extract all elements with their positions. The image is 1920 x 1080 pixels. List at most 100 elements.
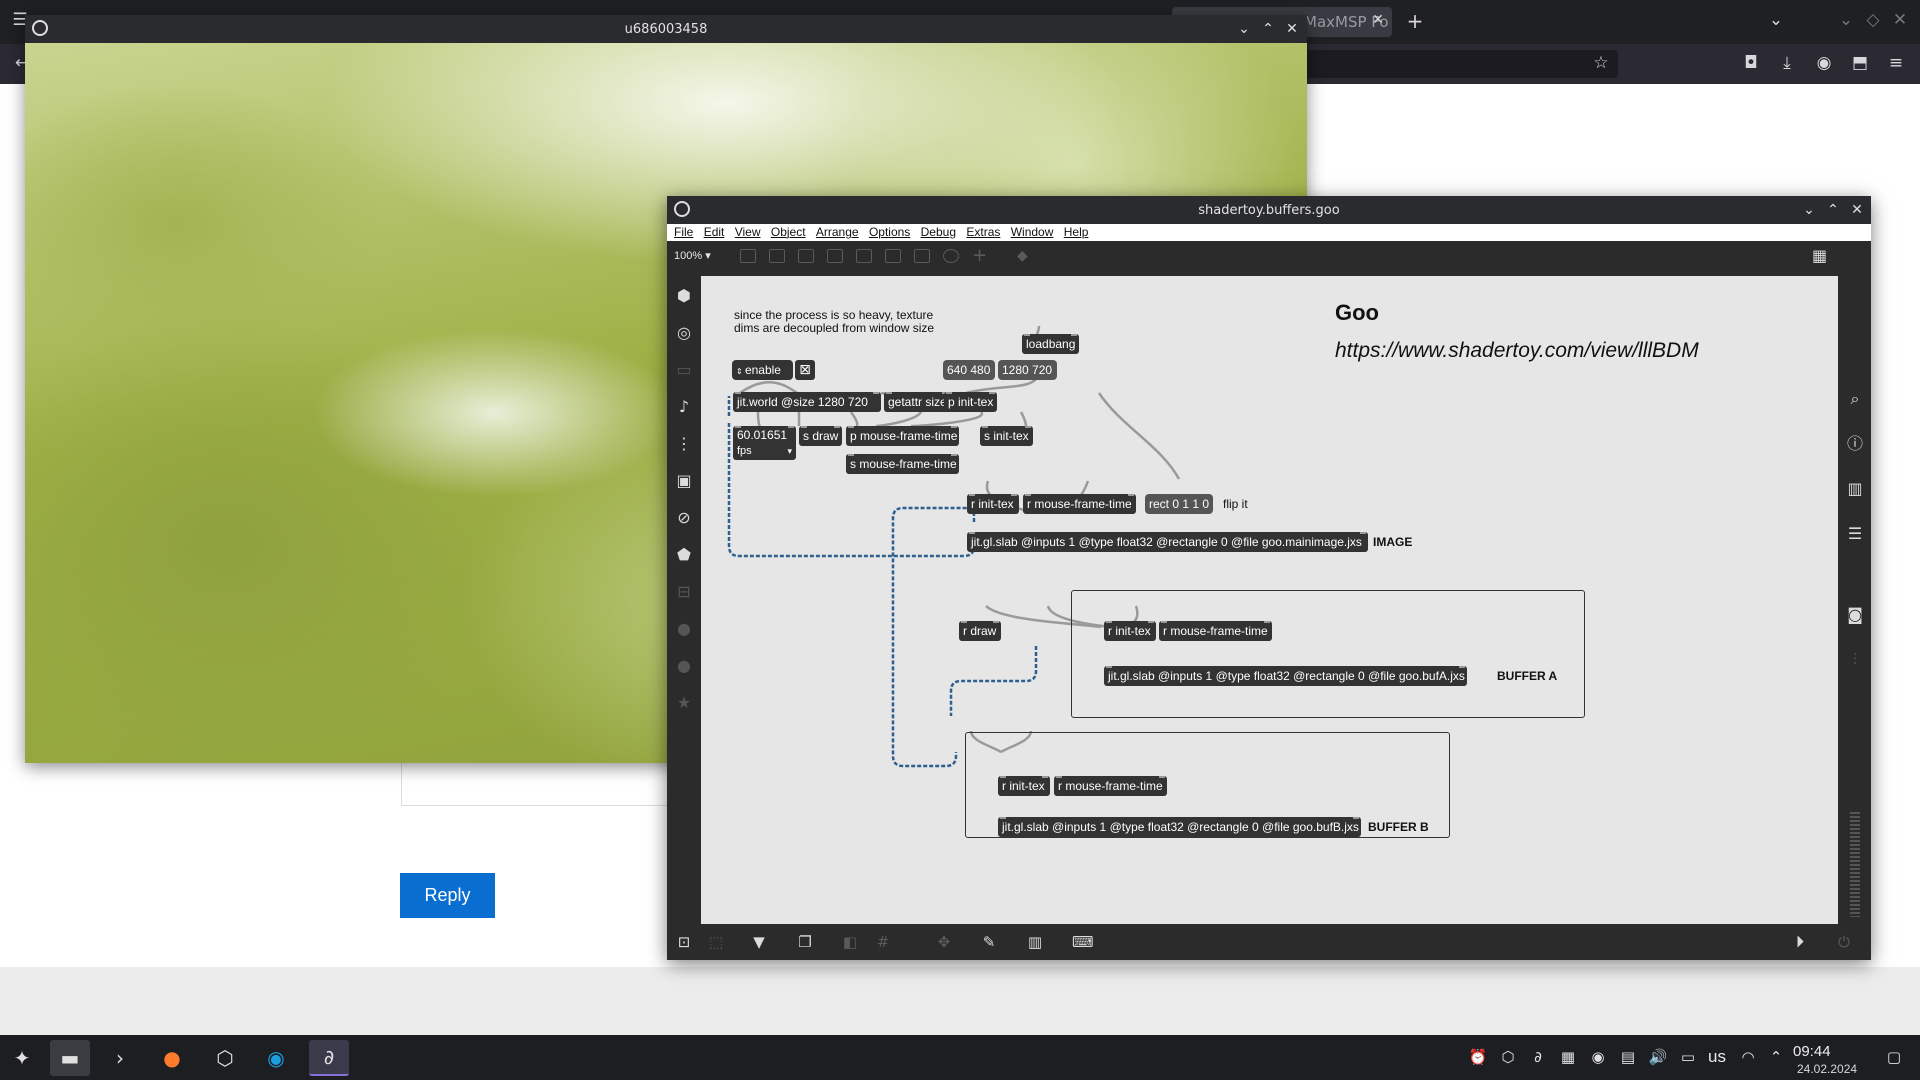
r-mouse-frame-time-b-object[interactable]: r mouse-frame-time <box>1054 776 1167 796</box>
piano-icon[interactable]: ▥ <box>1027 933 1043 951</box>
new-message-icon[interactable] <box>769 249 785 263</box>
link-icon[interactable]: ⊟ <box>677 582 691 601</box>
new-dial-icon[interactable] <box>943 249 959 263</box>
menu-object[interactable]: Object <box>770 225 806 239</box>
plus-icon[interactable]: + <box>1406 9 1424 33</box>
minimize-icon[interactable]: ⌄ <box>1803 202 1815 218</box>
jit-gl-slab-buffer-b[interactable]: jit.gl.slab @inputs 1 @type float32 @rec… <box>998 817 1361 837</box>
download-icon[interactable]: ⤓ <box>1783 53 1791 73</box>
enable-toggle[interactable]: ⊠ <box>795 360 815 380</box>
wrench-icon[interactable]: ✎ <box>982 933 996 951</box>
p-init-tex-object[interactable]: p init-tex <box>944 392 997 412</box>
menu-icon[interactable]: ≡ <box>1888 53 1904 73</box>
keyboard-layout[interactable]: us <box>1708 1047 1726 1066</box>
windows-icon[interactable]: ❐ <box>798 933 812 951</box>
menu-view[interactable]: View <box>734 225 761 239</box>
close-tab-icon[interactable]: ✕ <box>1372 12 1384 28</box>
menu-arrange[interactable]: Arrange <box>815 225 859 239</box>
keyboard-icon[interactable]: ⌨ <box>1072 933 1094 951</box>
close-icon[interactable]: ✕ <box>1286 21 1298 37</box>
image-icon[interactable]: ▣ <box>676 471 692 490</box>
close-icon[interactable]: ✕ <box>1892 10 1908 30</box>
s-draw-object[interactable]: s draw <box>799 426 842 446</box>
terminal-icon[interactable]: › <box>116 1046 124 1070</box>
volume-icon[interactable]: 🔊 <box>1648 1048 1668 1066</box>
star-icon[interactable]: ★ <box>676 693 692 712</box>
battery-icon[interactable]: ▭ <box>1680 1048 1696 1066</box>
compass-icon[interactable]: ● <box>677 656 691 675</box>
list-tabs-icon[interactable]: ☰ <box>12 10 28 30</box>
play-icon[interactable]: ⏵ <box>1795 932 1805 952</box>
msg-640-480[interactable]: 640 480 <box>943 360 995 380</box>
comment-bubble-icon[interactable]: ▼ <box>753 933 765 951</box>
mute-icon[interactable]: ◧ <box>842 933 858 951</box>
clock-date[interactable]: 24.02.2024 <box>1797 1062 1858 1076</box>
r-mouse-frame-time-object[interactable]: r mouse-frame-time <box>1023 494 1136 514</box>
new-slider-icon[interactable] <box>914 249 930 263</box>
fps-menu[interactable]: fps▾ <box>737 445 792 457</box>
mixer-icon[interactable]: ⫶ <box>1852 650 1857 669</box>
jit-gl-slab-buffer-a[interactable]: jit.gl.slab @inputs 1 @type float32 @rec… <box>1104 666 1467 686</box>
extensions-icon[interactable]: ⬒ <box>1851 53 1869 73</box>
cube-icon[interactable]: ⬢ <box>677 286 691 305</box>
grid-tray-icon[interactable]: ▦ <box>1560 1048 1576 1066</box>
maximize-icon[interactable]: ◇ <box>1866 10 1880 30</box>
lock-icon[interactable]: ⊡ <box>677 933 691 951</box>
menu-file[interactable]: File <box>674 225 694 239</box>
snap-icon[interactable]: ✥ <box>937 933 951 951</box>
jit-gl-slab-image[interactable]: jit.gl.slab @inputs 1 @type float32 @rec… <box>967 532 1368 552</box>
render-window-titlebar[interactable]: u686003458 ⌄ ⌃ ✕ <box>25 15 1307 43</box>
new-toggle-icon[interactable] <box>856 249 872 263</box>
pocket-icon[interactable]: ◘ <box>1744 53 1758 73</box>
wifi-icon[interactable]: ◠ <box>1741 1048 1755 1066</box>
reply-button[interactable]: Reply <box>400 873 495 918</box>
maximize-icon[interactable]: ⌃ <box>1827 202 1839 218</box>
paint-icon[interactable]: ◆ <box>1017 248 1028 264</box>
target-icon[interactable]: ◎ <box>677 323 691 342</box>
patch-canvas[interactable]: since the process is so heavy, texture d… <box>701 276 1838 924</box>
r-init-tex-object[interactable]: r init-tex <box>967 494 1019 514</box>
fps-display[interactable]: 60.01651 fps▾ <box>733 426 796 460</box>
add-icon[interactable]: + <box>972 245 988 266</box>
camera-icon[interactable]: ◙ <box>1847 605 1863 624</box>
patcher-titlebar[interactable]: shadertoy.buffers.goo ⌄ ⌃ ✕ <box>667 196 1871 224</box>
clock-time[interactable]: 09:44 <box>1793 1043 1831 1060</box>
account-icon[interactable]: ◉ <box>1816 53 1832 73</box>
menu-window[interactable]: Window <box>1010 225 1054 239</box>
patcher-window[interactable]: shadertoy.buffers.goo ⌄ ⌃ ✕ File Edit Vi… <box>667 196 1871 960</box>
maximize-icon[interactable]: ⌃ <box>1262 21 1274 37</box>
sequence-icon[interactable]: ⋮ <box>676 434 692 453</box>
r-mouse-frame-time-a-object[interactable]: r mouse-frame-time <box>1159 621 1272 641</box>
getattr-size-object[interactable]: getattr size <box>884 392 950 412</box>
menu-debug[interactable]: Debug <box>920 225 957 239</box>
max-tray-icon[interactable]: ∂ <box>1534 1048 1542 1066</box>
p-mouse-frame-time-object[interactable]: p mouse-frame-time <box>846 426 959 446</box>
menu-extras[interactable]: Extras <box>966 225 1001 239</box>
r-init-tex-b-object[interactable]: r init-tex <box>998 776 1050 796</box>
clipboard-icon[interactable]: ▤ <box>1620 1048 1636 1066</box>
chevron-up-icon[interactable]: ⌃ <box>1769 1048 1783 1066</box>
steam-icon[interactable]: ◉ <box>267 1046 285 1070</box>
search-icon[interactable]: ⌕ <box>1850 389 1860 408</box>
info-circle-icon[interactable]: ● <box>677 619 691 638</box>
steam-tray-icon[interactable]: ◉ <box>1591 1048 1605 1066</box>
book-icon[interactable]: ▥ <box>1847 479 1863 498</box>
new-comment-icon[interactable] <box>798 249 814 263</box>
panel-icon[interactable]: ▭ <box>676 360 692 379</box>
menu-help[interactable]: Help <box>1063 225 1089 239</box>
minimize-icon[interactable]: ⌄ <box>1838 10 1854 30</box>
menu-edit[interactable]: Edit <box>703 225 725 239</box>
url-bar[interactable]: ☆ <box>1300 50 1618 78</box>
unity-tray-icon[interactable]: ⬡ <box>1501 1048 1515 1066</box>
music-note-icon[interactable]: ♪ <box>678 397 690 416</box>
chevron-down-icon[interactable]: ⌄ <box>1768 10 1784 30</box>
power-icon[interactable]: ⏻ <box>1838 933 1850 951</box>
grid-small-icon[interactable]: # <box>876 933 890 951</box>
s-mouse-frame-time-object[interactable]: s mouse-frame-time <box>846 454 959 474</box>
loadbang-object[interactable]: loadbang <box>1022 334 1079 354</box>
jit-world-object[interactable]: jit.world @size 1280 720 <box>733 392 881 412</box>
app-launcher-icon[interactable]: ✦ <box>13 1046 31 1070</box>
alarm-icon[interactable]: ⏰ <box>1468 1048 1488 1066</box>
msg-1280-720[interactable]: 1280 720 <box>998 360 1057 380</box>
firefox-icon[interactable]: ● <box>163 1046 181 1070</box>
